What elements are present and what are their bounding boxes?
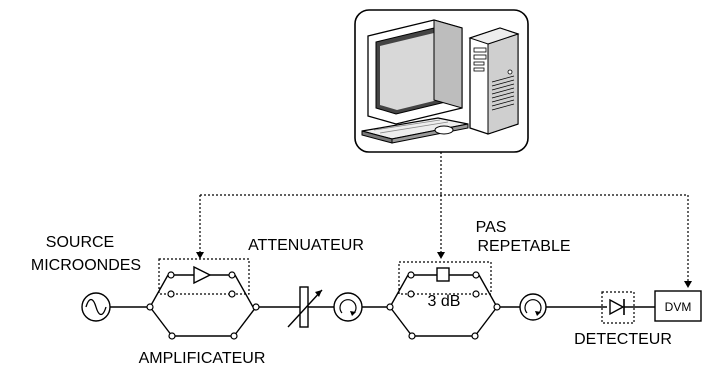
detector-label: DETECTEUR <box>574 331 672 348</box>
isolator-2-icon <box>519 293 547 321</box>
detector-box <box>601 291 635 324</box>
attenuator-label: ATTENUATEUR <box>248 237 364 254</box>
step-attenuator-block <box>386 267 501 340</box>
non-repeatable-label-line2: REPETABLE <box>477 238 570 255</box>
control-arrowheads <box>196 252 692 288</box>
three-db-label: 3 dB <box>428 293 461 310</box>
amplifier-label: AMPLIFICATEUR <box>139 350 266 367</box>
amplifier-triangle-icon <box>193 265 212 285</box>
dvm-label: DVM <box>665 300 692 314</box>
source-label-line1: SOURCE <box>46 234 114 251</box>
step-switch-box <box>398 261 492 295</box>
amplifier-block <box>146 265 260 340</box>
source-label-line2: MICROONDES <box>31 257 141 274</box>
control-bus <box>199 152 689 282</box>
non-repeatable-label-line1: PAS <box>476 219 507 236</box>
computer-icon <box>354 9 529 153</box>
isolator-1-icon <box>333 292 363 322</box>
dvm-box <box>654 290 702 322</box>
three-db-pad-icon <box>436 267 450 282</box>
source-icon <box>81 292 111 322</box>
amplifier-switch-box <box>158 258 250 295</box>
detector-diode-icon <box>609 298 625 316</box>
